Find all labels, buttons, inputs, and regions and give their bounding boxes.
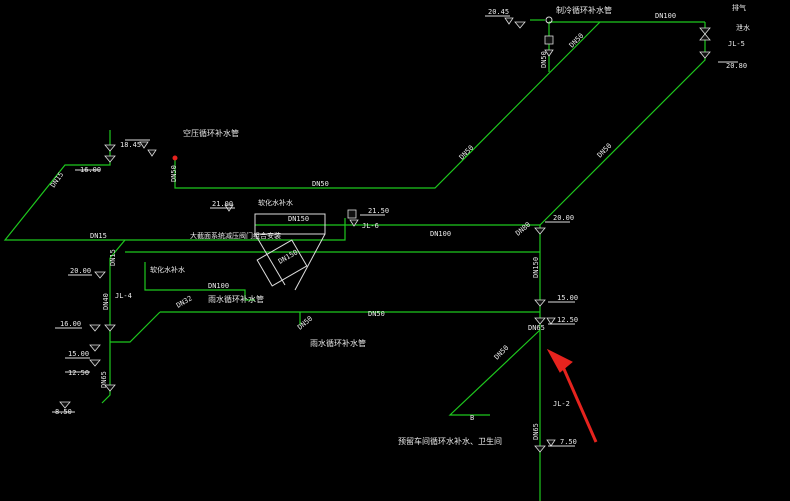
elev-2000-a: 20.00 <box>553 214 574 222</box>
valve-refrig[interactable] <box>504 16 554 57</box>
elev-2150: 21.50 <box>368 207 389 215</box>
label-top-diag: DN50 <box>568 32 586 50</box>
elevation-values: 20.80 16.00 21.50 20.00 20.00 15.00 12.5… <box>55 8 747 446</box>
label-dn65-bottom: DN65 <box>532 423 540 440</box>
elev-2080: 20.80 <box>726 62 747 70</box>
label-air-comp-return: 空压循环补水管 <box>183 128 239 138</box>
label-soft-water-a: 软化水补水 <box>258 198 293 207</box>
label-left-branch: DN15 <box>90 232 107 240</box>
label-horiz-dn100: DN100 <box>430 230 451 238</box>
label-right-diag: DN50 <box>596 142 614 160</box>
elev-1845: 18.45 <box>120 141 141 149</box>
label-box-note: 大截面系统减压阀门组合安装 <box>190 231 281 240</box>
elev-1500-r: 15.00 <box>557 294 578 302</box>
label-dn50-lower-diag: DN50 <box>493 344 511 362</box>
elevation-markers <box>52 15 738 447</box>
label-left-diag: DN15 <box>109 249 117 266</box>
elev-2000-b: 20.00 <box>70 267 91 275</box>
label-dn100-lower: DN100 <box>208 282 229 290</box>
label-riser-main: DN150 <box>532 257 540 278</box>
label-diag-down: DN50 <box>458 144 476 162</box>
label-dn40-left: DN40 <box>102 293 110 310</box>
pipe-top-to-mid-diag <box>174 21 601 189</box>
text-labels: 制冷循环补水管 空压循环补水管 软化水补水 大截面系统减压阀门组合安装 软化水补… <box>150 5 612 446</box>
tag-jl4: JL-4 <box>115 292 132 300</box>
valve-symbols <box>59 16 711 453</box>
tag-drain: 泄水 <box>736 23 750 32</box>
riser-tags: 排气 泄水 JL-5 JL-6 JL-4 JL-2 <box>115 3 750 408</box>
box-dn-rot-label: DN150 <box>277 248 299 265</box>
elev-1250-l: 12.50 <box>68 369 89 377</box>
label-soft-water-b: 软化水补水 <box>150 265 185 274</box>
label-lower-note: 雨水循环补水管 <box>310 338 366 348</box>
pipe-left-riser <box>101 258 111 404</box>
label-workshop-return: 预留车间循环水补水、卫生间 <box>398 436 502 446</box>
label-dn32: DN32 <box>175 294 194 309</box>
elev-750: 7.50 <box>560 438 577 446</box>
pipe-right-diag <box>539 22 706 226</box>
pipe-box-diag <box>144 262 255 301</box>
tag-jl2: JL-2 <box>553 400 570 408</box>
label-refrig-riser: DN50 <box>540 51 548 68</box>
label-horiz-dn80: DN80 <box>514 221 532 238</box>
label-left-short: DN15 <box>49 171 65 189</box>
pipe-diag-lower <box>448 329 541 416</box>
valve-jl5-top[interactable] <box>699 27 711 59</box>
label-dn50-branch: DN50 <box>296 315 314 332</box>
label-mid-horizontal: DN50 <box>312 180 329 188</box>
label-refrig-return: 制冷循环补水管 <box>556 5 612 15</box>
valve-riser-right[interactable] <box>534 227 556 453</box>
valve-left-lower[interactable] <box>59 271 116 409</box>
label-lower-main: DN50 <box>368 310 385 318</box>
box-dn-label: DN150 <box>288 215 309 223</box>
elev-2100: 21.00 <box>212 200 233 208</box>
elev-1500-l: 15.00 <box>68 350 89 358</box>
elev-2045: 20.45 <box>488 8 509 16</box>
elev-1600-l: 16.00 <box>60 320 81 328</box>
pipe-left-bend <box>109 239 126 259</box>
red-annotation-arrow <box>546 348 598 443</box>
pipe-lower-left-diag <box>110 311 161 343</box>
label-top-header: DN100 <box>655 12 676 20</box>
label-dn65-left-lower: DN65 <box>100 371 108 388</box>
label-dn65-right: DN65 <box>528 324 545 332</box>
elev-850: 8.50 <box>55 408 72 416</box>
elev-1250-r: 12.50 <box>557 316 578 324</box>
tag-jl5: JL-5 <box>728 40 745 48</box>
tag-jl6: JL-6 <box>362 222 379 230</box>
label-upper-note: 雨水循环补水管 <box>208 294 264 304</box>
label-tag-b: B <box>470 414 474 422</box>
tag-vent: 排气 <box>732 3 746 12</box>
label-air-dn: DN50 <box>170 165 178 182</box>
valve-aircomp[interactable] <box>104 141 178 163</box>
elev-1600: 16.00 <box>80 166 101 174</box>
